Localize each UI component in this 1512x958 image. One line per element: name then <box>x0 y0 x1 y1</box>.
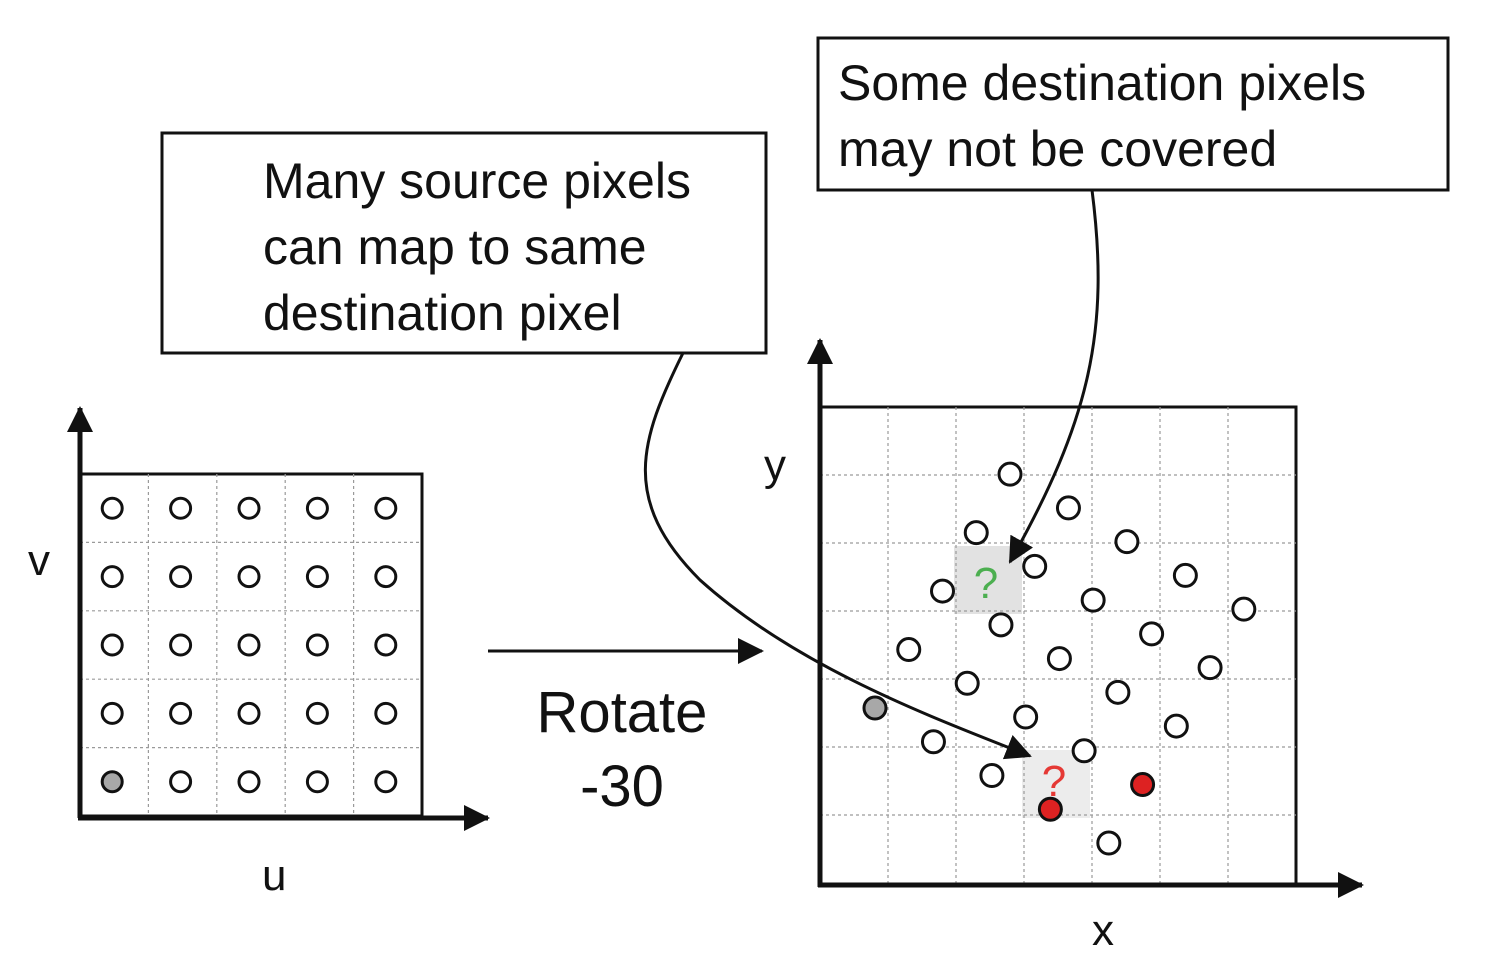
destination-pixel <box>1231 596 1257 622</box>
destination-pixel <box>997 461 1023 487</box>
not-covered-connector-arrow <box>1008 189 1100 564</box>
source-pixel <box>237 633 261 657</box>
callout-line-1: Some destination pixels <box>838 55 1366 111</box>
source-pixel <box>374 770 398 794</box>
destination-pixel <box>1055 495 1081 521</box>
source-pixel <box>374 565 398 589</box>
destination-pixel <box>1172 562 1198 588</box>
source-pixel <box>169 633 193 657</box>
destination-pixel-points <box>862 461 1257 856</box>
source-pixel <box>305 496 329 520</box>
many-to-one-connector-arrow <box>643 352 1032 760</box>
source-pixel <box>374 496 398 520</box>
colliding-pixel <box>1037 796 1063 822</box>
colliding-pixel <box>1130 772 1156 798</box>
destination-y-label: y <box>764 441 786 490</box>
source-u-label: u <box>262 851 286 900</box>
destination-grid-lines <box>820 407 1296 883</box>
source-pixel <box>305 701 329 725</box>
transform-label-line-1: Rotate <box>537 680 708 745</box>
transform-label-line-2: -30 <box>580 754 664 819</box>
callout-box <box>160 131 768 355</box>
destination-pixel <box>988 612 1014 638</box>
source-pixel <box>374 701 398 725</box>
source-pixel <box>169 770 193 794</box>
source-pixel-grid: v u <box>28 406 490 900</box>
uncovered-marker: ? <box>974 559 998 608</box>
destination-pixel <box>979 763 1005 788</box>
source-pixel <box>100 633 124 657</box>
source-pixel <box>237 701 261 725</box>
destination-pixel <box>1071 738 1097 764</box>
destination-pixel <box>1139 621 1165 647</box>
destination-pixel <box>1046 646 1072 672</box>
callout-line-1: Many source pixels <box>263 153 691 209</box>
destination-pixel <box>1080 587 1106 613</box>
source-pixel <box>169 701 193 725</box>
callout-line-3: destination pixel <box>263 285 622 341</box>
destination-pixel <box>1163 713 1189 739</box>
source-grid-lines <box>80 474 422 816</box>
destination-pixel <box>1114 529 1140 555</box>
source-pixel <box>100 496 124 520</box>
source-pixel <box>100 565 124 589</box>
callout-not-covered: Some destination pixels may not be cover… <box>816 36 1450 192</box>
source-pixel <box>305 565 329 589</box>
source-pixel <box>169 565 193 589</box>
source-pixel <box>374 633 398 657</box>
destination-pixel <box>1105 679 1131 705</box>
transform-operation: Rotate -30 <box>488 638 764 819</box>
destination-pixel <box>1096 830 1122 856</box>
source-pixel-points <box>100 496 398 794</box>
callout-box <box>816 36 1450 192</box>
source-pixel <box>100 701 124 725</box>
destination-pixel <box>1013 704 1039 730</box>
source-pixel-origin <box>100 770 124 794</box>
callout-line-2: can map to same <box>263 219 647 275</box>
source-pixel <box>305 633 329 657</box>
source-pixel <box>305 770 329 794</box>
source-pixel <box>169 496 193 520</box>
destination-pixel <box>1022 553 1048 579</box>
destination-pixel <box>963 520 989 546</box>
destination-pixel <box>896 637 922 663</box>
source-pixel <box>237 770 261 794</box>
destination-x-label: x <box>1092 906 1114 955</box>
callout-many-to-one: Many source pixels can map to same desti… <box>160 131 768 355</box>
destination-pixel <box>954 670 980 696</box>
destination-pixel <box>1197 655 1223 681</box>
source-v-label: v <box>28 536 50 585</box>
collision-marker: ? <box>1042 757 1066 806</box>
source-pixel <box>237 496 261 520</box>
destination-pixel <box>920 729 946 755</box>
callout-line-2: may not be covered <box>838 121 1277 177</box>
destination-pixel <box>930 578 955 604</box>
destination-pixel-origin <box>862 695 888 721</box>
destination-pixel-grid: ? ? y x <box>764 338 1364 955</box>
source-pixel <box>237 565 261 589</box>
